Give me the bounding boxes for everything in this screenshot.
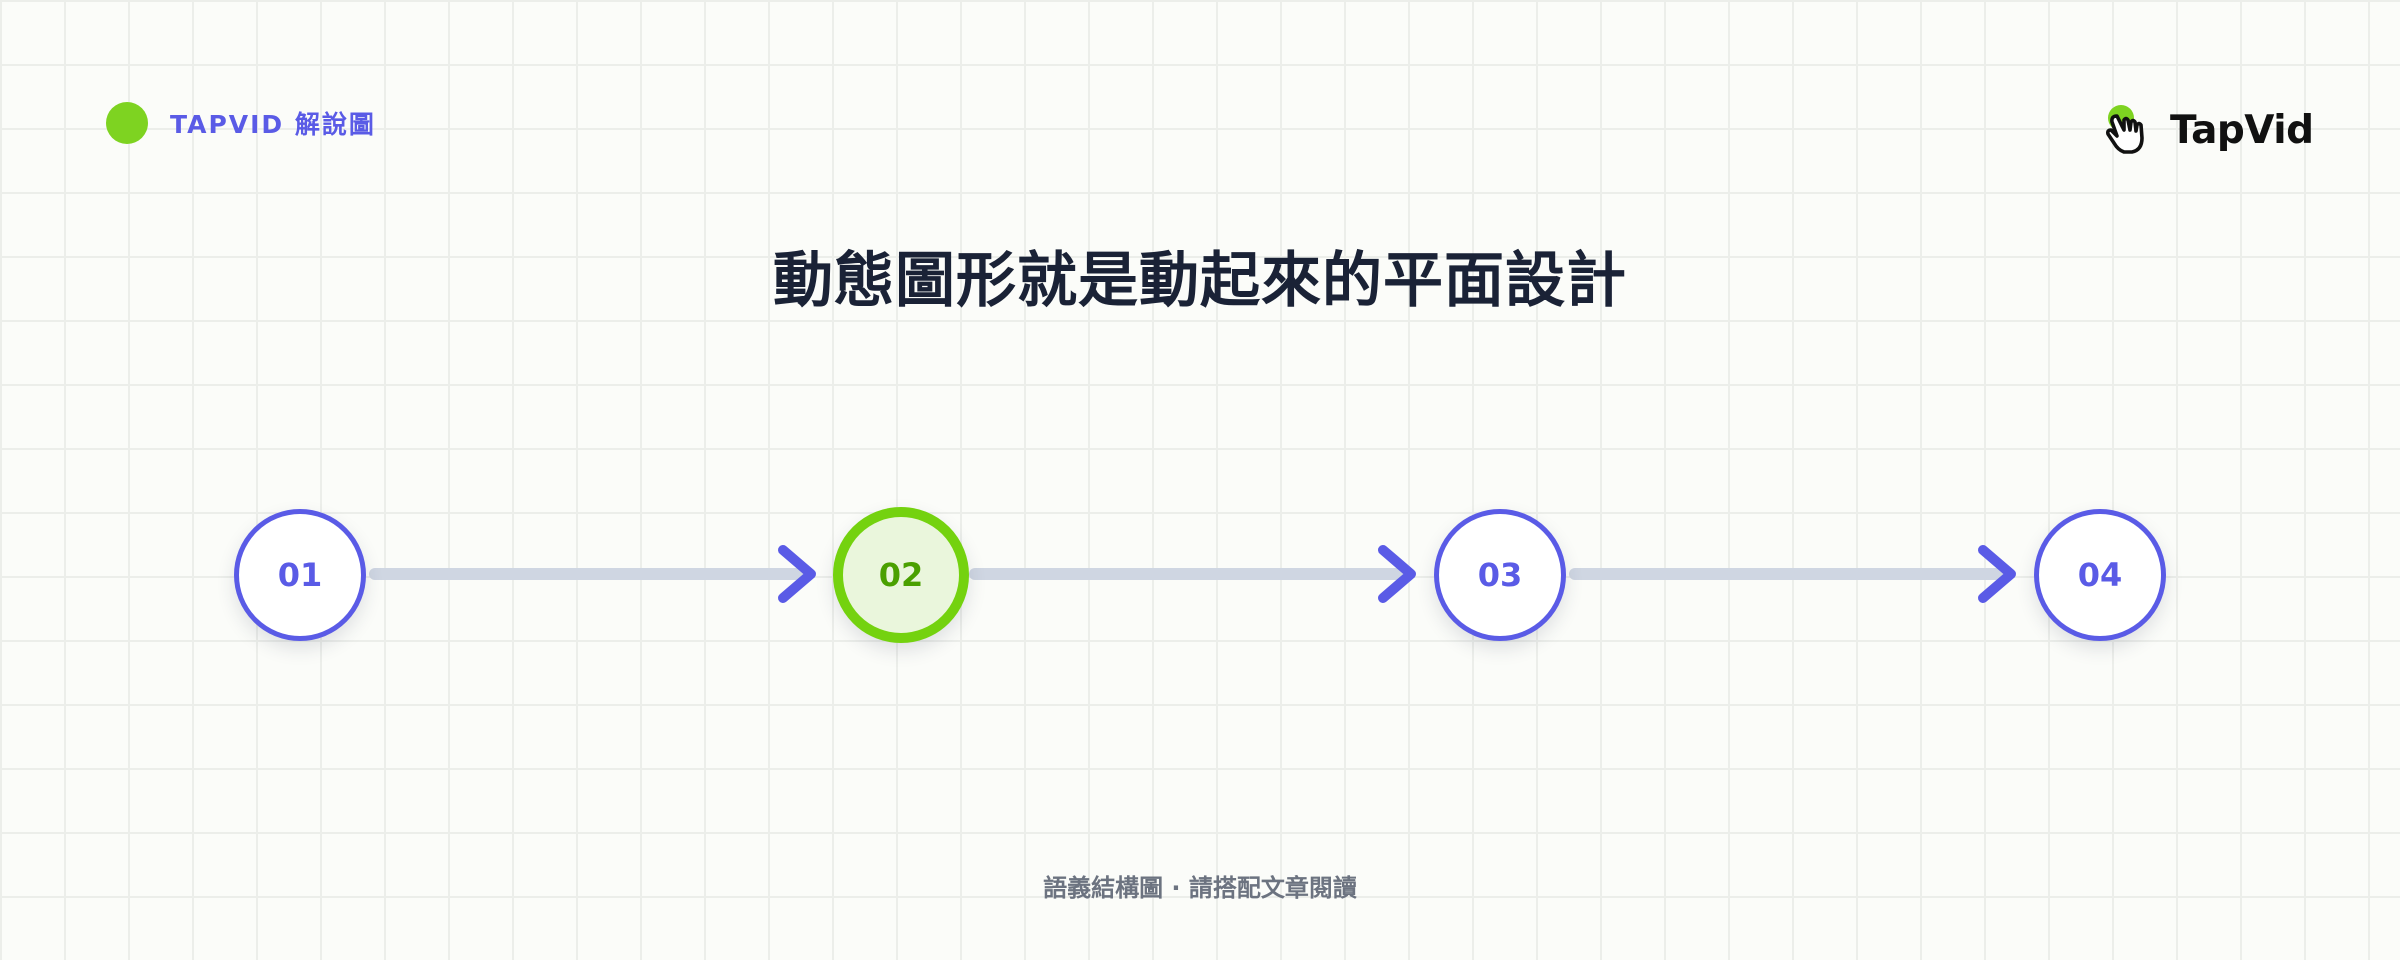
page-title: 動態圖形就是動起來的平面設計 [773,246,1627,316]
step-label: 04 [2077,556,2123,594]
footer-note: 語義結構圖 · 請搭配文章閱讀 [1043,874,1357,902]
step-label: 01 [277,556,323,594]
connector-line [369,568,806,580]
step-node-03: 03 [1434,509,1566,641]
brand-label: TAPVID 解說圖 [170,110,376,139]
step-node-04: 04 [2034,509,2166,641]
chevron-right-icon [1378,545,1416,603]
step-node-02: 02 [833,507,969,643]
connector-line [969,568,1406,580]
connector-line [1569,568,2006,580]
green-dot-icon [106,102,148,144]
chevron-right-icon [778,545,816,603]
step-node-01: 01 [234,509,366,641]
hand-pointer-icon [2100,100,2168,160]
tapvid-logo: TapVid [2100,100,2314,160]
step-label: 03 [1477,556,1523,594]
chevron-right-icon [1978,545,2016,603]
brand-tag: TAPVID 解說圖 [106,102,376,144]
logo-wordmark: TapVid [2170,107,2314,153]
step-label: 02 [878,556,924,594]
